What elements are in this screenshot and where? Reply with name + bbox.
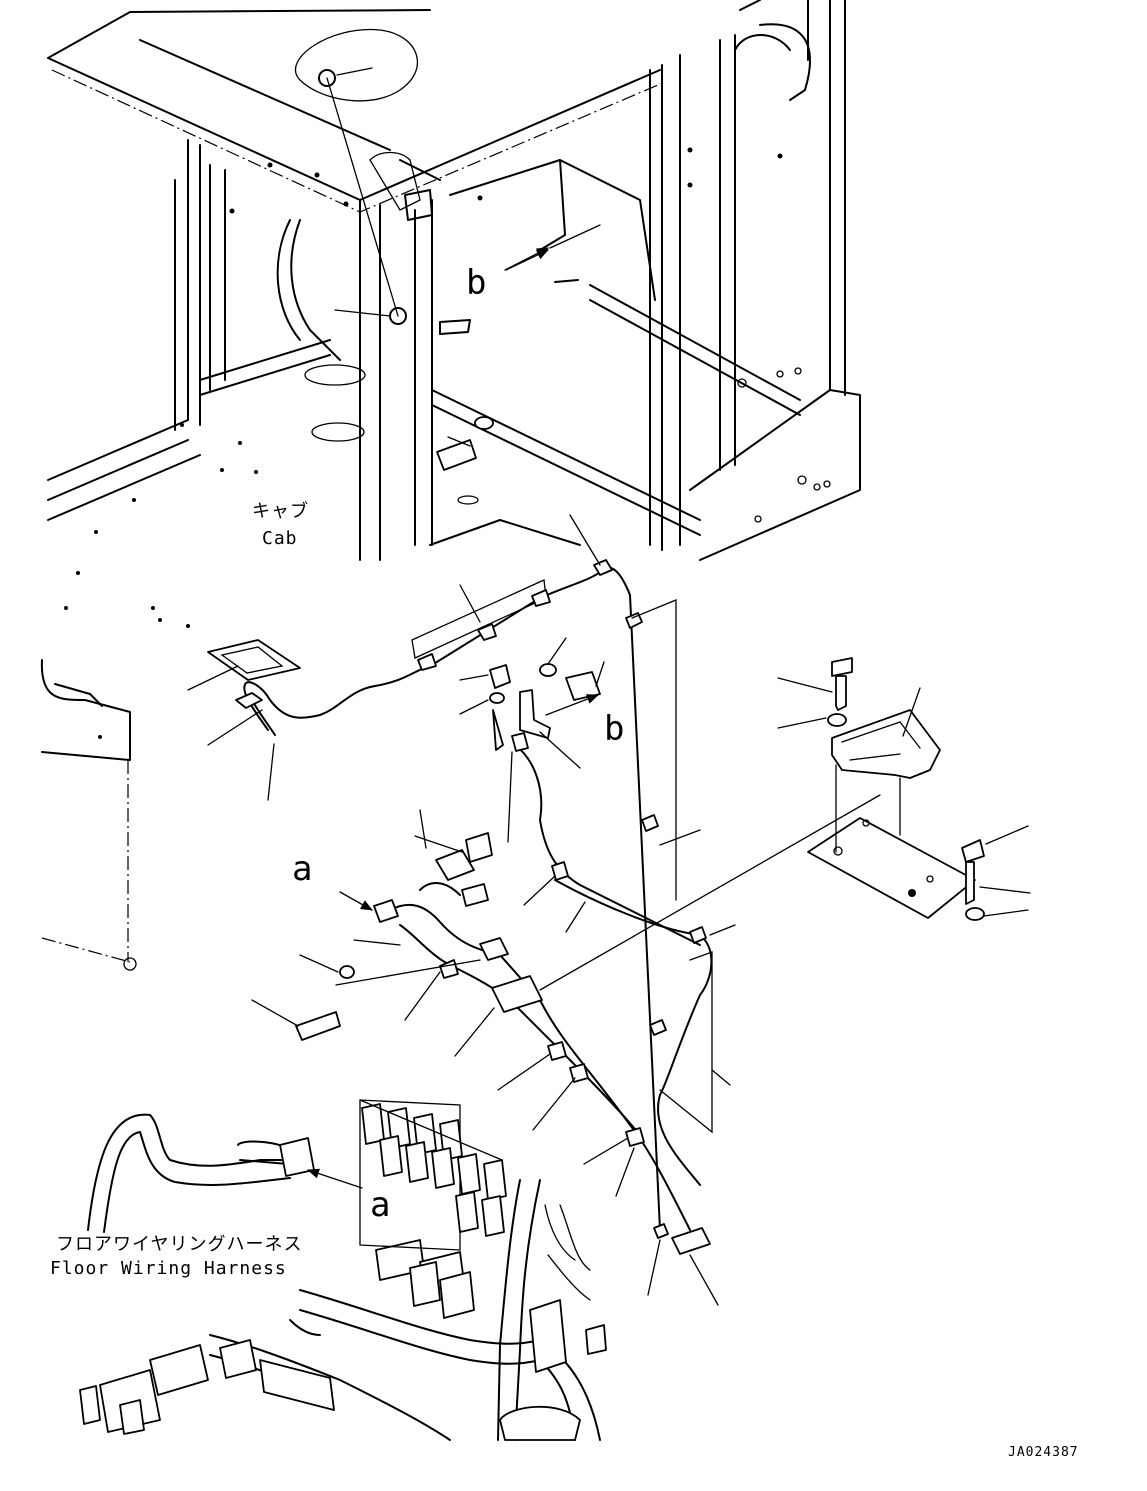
floor-wiring-harness [79,1099,607,1441]
upper-harness [207,514,667,1231]
ref-a-lower: a [370,1185,391,1225]
mid-harness [335,732,881,1231]
drawing-code: JA024387 [1008,1445,1079,1460]
ref-a-upper: a [292,849,313,889]
controller-unit [777,657,1031,921]
harness-label-en: Floor Wiring Harness [50,1258,287,1279]
cab-label-jp: キャブ [252,501,309,522]
reference-arrows [505,249,549,271]
cab-label-en: Cab [262,528,298,549]
cab-frame [47,0,861,739]
left-floor-outline [40,659,137,971]
ref-b-upper: b [466,263,487,303]
right-harness-branch [554,599,736,1306]
fastener-parts [251,416,605,1041]
label-plate [187,639,301,691]
harness-label-jp: フロアワイヤリングハーネス [56,1234,303,1255]
ref-b-lower: b [604,709,625,749]
